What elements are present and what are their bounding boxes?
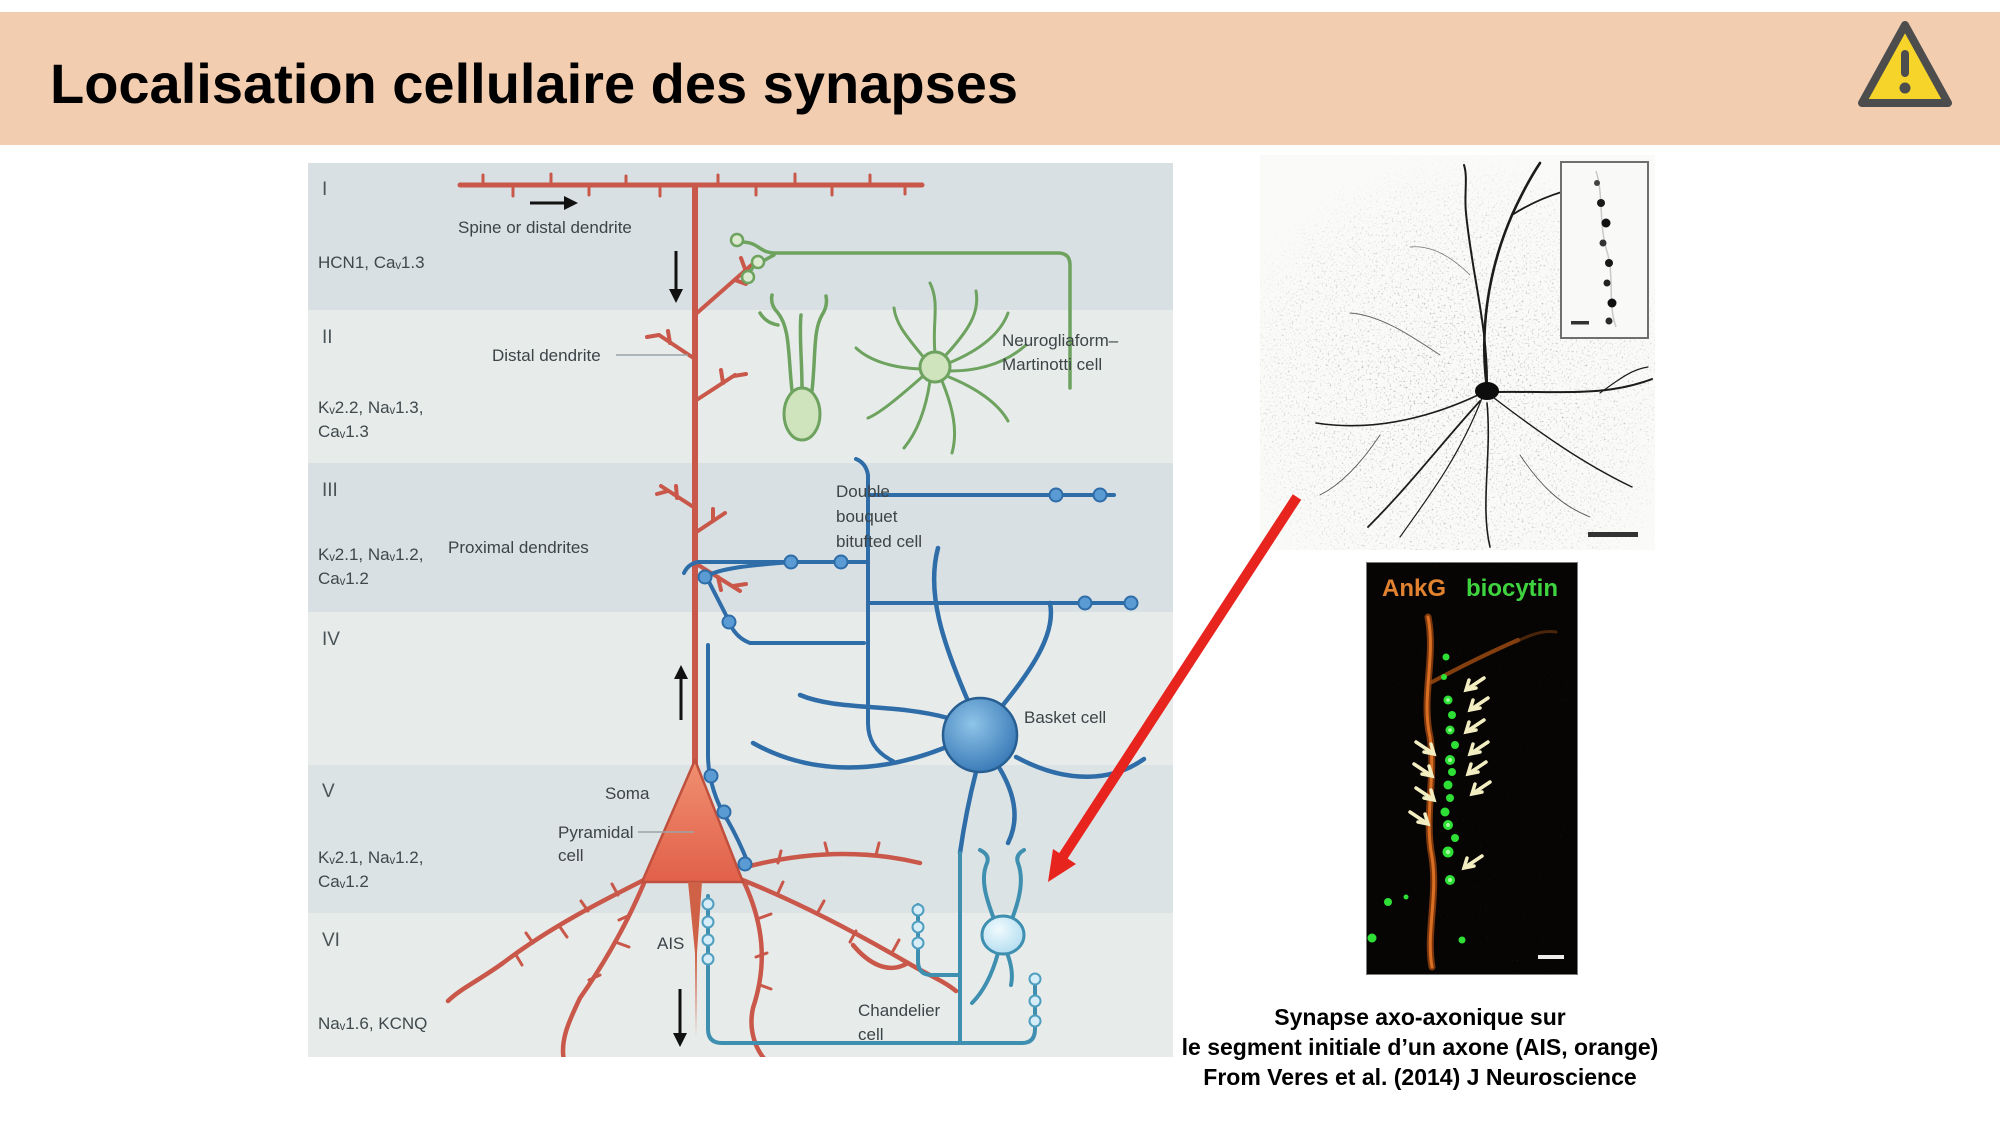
axon-initial-segment [688,882,702,1038]
label-chandelier-1: Chandelier [858,1001,941,1020]
neurogliaform-soma [918,350,952,384]
caption-line-3: From Veres et al. (2014) J Neuroscience [1203,1064,1637,1090]
neuron-micrograph [1260,155,1655,550]
label-ais: AIS [657,934,684,953]
ankg-label: AnkG [1382,575,1446,602]
caption-line-1: Synapse axo-axonique sur [1274,1004,1566,1030]
signal-flow-arrows [530,196,688,1047]
label-neurogliaform-1: Neurogliaform– [1002,331,1119,350]
ais-fluorescence-micrograph: AnkG biocytin [1366,562,1578,975]
biocytin-label: biocytin [1466,575,1558,602]
layer-ii-numeral: II [322,327,333,348]
layer-ii-channels-1: Kᵥ2.2, Naᵥ1.3, [318,398,423,417]
layer-iii-channels-1: Kᵥ2.1, Naᵥ1.2, [318,545,423,564]
label-neurogliaform-2: Martinotti cell [1002,355,1102,374]
layer-v-channels-1: Kᵥ2.1, Naᵥ1.2, [318,848,423,867]
header-band: Localisation cellulaire des synapses [0,12,2000,145]
layer-bands [308,163,1173,1057]
synapse-arrows [1408,676,1492,871]
label-chandelier-2: cell [858,1025,884,1044]
figure-caption: Synapse axo-axonique sur le segment init… [1100,1002,1740,1092]
layer-i-channels: HCN1, Caᵥ1.3 [318,253,425,272]
label-pyramidal-1: Pyramidal [558,823,634,842]
label-soma: Soma [605,784,650,803]
green-boutons [729,232,766,285]
inset-scale-bar [1571,321,1589,325]
label-distal-dendrite: Distal dendrite [492,346,601,365]
martinotti-neurogliaform-drawing [739,240,1072,455]
label-double-bouquet-1: Double [836,482,890,501]
label-spine-or-distal-dendrite: Spine or distal dendrite [458,218,632,237]
chandelier-cell-drawing [706,848,1037,1045]
neuron-soma [1475,382,1499,400]
layer-i-numeral: I [322,179,327,200]
blue-boutons [697,487,1139,872]
fluorescence-scale-bar [1538,955,1564,959]
label-pyramidal-2: cell [558,846,584,865]
page-title: Localisation cellulaire des synapses [50,52,1018,115]
inset-axon-micrograph [1560,161,1649,339]
warning-triangle-icon [1858,21,1952,107]
layer-vi-numeral: VI [322,930,340,951]
basket-cell-soma [941,696,1019,774]
layer-vi-channels: Naᵥ1.6, KCNQ [318,1014,427,1033]
caption-line-2: le segment initiale d’un axone (AIS, ora… [1181,1034,1659,1060]
cortical-layers-diagram: I II III IV V VI HCN1, Caᵥ1.3 Kᵥ2.2, Naᵥ… [308,163,1173,1057]
layer-iii-numeral: III [322,480,338,501]
chandelier-boutons [701,897,1042,1028]
biocytin-puncta [1367,653,1466,944]
scale-bar [1588,532,1638,537]
label-proximal-dendrites: Proximal dendrites [448,538,589,557]
label-double-bouquet-3: bitufted cell [836,532,922,551]
pyramidal-cell-drawing [445,172,959,1057]
layer-iii-channels-2: Caᵥ1.2 [318,569,369,588]
martinotti-soma [782,386,822,442]
layer-iv-numeral: IV [322,629,340,650]
chandelier-soma [980,914,1026,956]
layer-ii-channels-2: Caᵥ1.3 [318,422,369,441]
layer-v-numeral: V [322,781,335,802]
neuron-branches [1315,161,1653,548]
layer-v-channels-2: Caᵥ1.2 [318,872,369,891]
label-basket-cell: Basket cell [1024,708,1106,727]
label-double-bouquet-2: bouquet [836,507,898,526]
